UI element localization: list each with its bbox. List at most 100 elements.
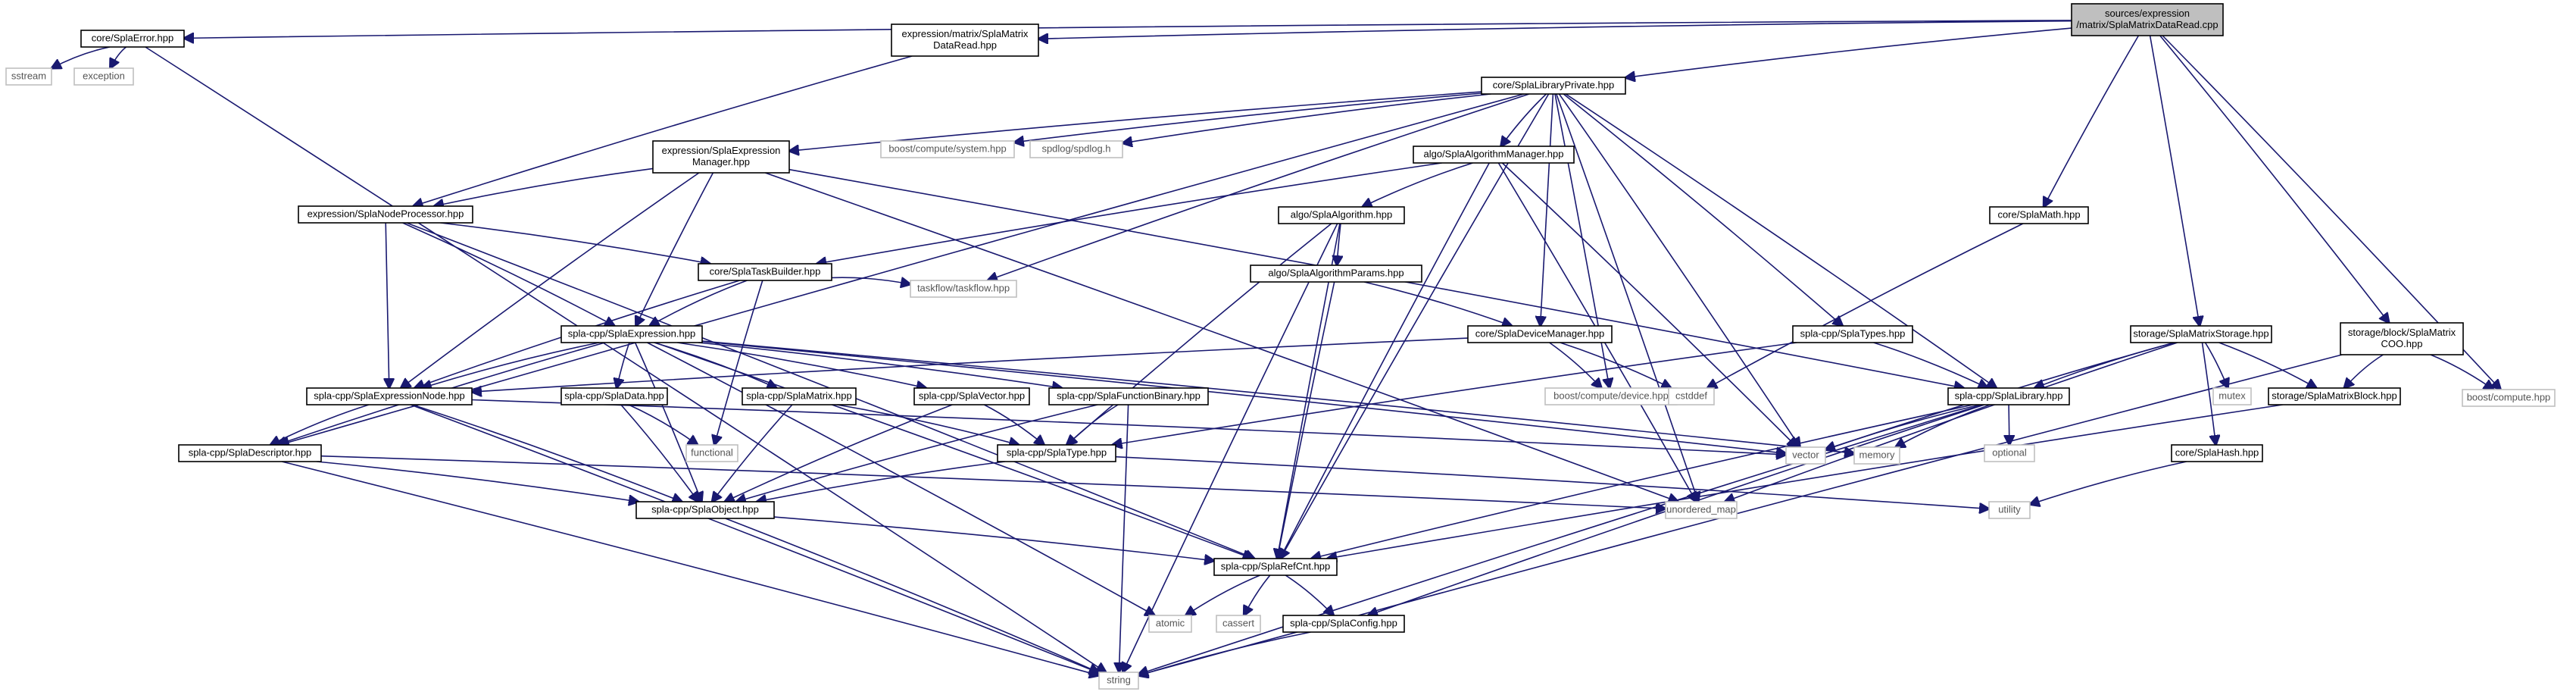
node-utility: utility bbox=[1988, 501, 2031, 519]
node-label-algorithm: algo/SplaAlgorithm.hpp bbox=[1291, 209, 1392, 221]
node-label-matrixdataread: expression/matrix/SplaMatrix bbox=[902, 28, 1029, 39]
node-mutex: mutex bbox=[2212, 387, 2252, 405]
node-label-library: spla-cpp/SplaLibrary.hpp bbox=[1955, 390, 2063, 402]
node-algorithm[interactable]: algo/SplaAlgorithm.hpp bbox=[1278, 206, 1405, 224]
node-root[interactable]: sources/expression/matrix/SplaMatrixData… bbox=[2071, 3, 2224, 36]
node-label-data: spla-cpp/SplaData.hpp bbox=[564, 390, 664, 402]
node-algomanager[interactable]: algo/SplaAlgorithmManager.hpp bbox=[1413, 146, 1575, 164]
node-exprnode[interactable]: spla-cpp/SplaExpressionNode.hpp bbox=[306, 387, 473, 405]
edge-matrixstorage-to-splahash bbox=[2201, 342, 2216, 445]
node-refcnt[interactable]: spla-cpp/SplaRefCnt.hpp bbox=[1213, 558, 1338, 576]
node-label-unorderedmap: unordered_map bbox=[1666, 504, 1736, 515]
edge-expression-to-memory bbox=[701, 340, 1854, 453]
edge-funcbinary-to-typeh bbox=[1067, 404, 1119, 445]
edge-exprmanager-to-expression bbox=[636, 172, 714, 326]
edge-object-to-string bbox=[725, 518, 1099, 672]
node-label-types: spla-cpp/SplaTypes.hpp bbox=[1800, 328, 1906, 340]
node-box-utility bbox=[1988, 501, 2031, 519]
edge-libraryprivate-to-algomanager bbox=[1501, 93, 1547, 146]
edge-splamath-to-cstddef bbox=[1707, 223, 2024, 388]
node-box-matrix bbox=[742, 387, 857, 405]
node-libraryprivate[interactable]: core/SplaLibraryPrivate.hpp bbox=[1481, 77, 1626, 95]
node-box-mutex bbox=[2212, 387, 2252, 405]
edge-nodeprocessor-to-taskbuilder bbox=[440, 222, 710, 264]
node-devicemanager[interactable]: core/SplaDeviceManager.hpp bbox=[1467, 325, 1613, 343]
node-boostcompute: boost/compute.hpp bbox=[2462, 389, 2556, 407]
node-typeh[interactable]: spla-cpp/SplaType.hpp bbox=[997, 444, 1116, 462]
node-box-atomic bbox=[1148, 615, 1192, 633]
node-sstream: sstream bbox=[5, 67, 52, 86]
node-matrix[interactable]: spla-cpp/SplaMatrix.hpp bbox=[742, 387, 857, 405]
node-splaerror[interactable]: core/SplaError.hpp bbox=[80, 30, 185, 48]
node-label-algoparams: algo/SplaAlgorithmParams.hpp bbox=[1268, 268, 1404, 279]
node-unorderedmap: unordered_map bbox=[1665, 501, 1738, 519]
node-label-typeh: spla-cpp/SplaType.hpp bbox=[1007, 447, 1107, 459]
node-boostdevice: boost/compute/device.hpp bbox=[1544, 387, 1678, 405]
node-label-splahash: core/SplaHash.hpp bbox=[2175, 447, 2259, 459]
node-box-cstddef bbox=[1668, 387, 1715, 405]
node-label-algomanager: algo/SplaAlgorithmManager.hpp bbox=[1423, 149, 1563, 160]
node-vector: vector bbox=[1785, 446, 1826, 465]
node-nodeprocessor[interactable]: expression/SplaNodeProcessor.hpp bbox=[298, 205, 473, 224]
node-descriptor[interactable]: spla-cpp/SplaDescriptor.hpp bbox=[178, 444, 322, 462]
edge-vectorh-to-object bbox=[725, 404, 953, 502]
node-label-expression: spla-cpp/SplaExpression.hpp bbox=[568, 328, 695, 340]
node-label-taskbuilder: core/SplaTaskBuilder.hpp bbox=[710, 266, 821, 277]
edge-matrixstorage-to-mutex bbox=[2204, 342, 2228, 388]
node-types[interactable]: spla-cpp/SplaTypes.hpp bbox=[1792, 325, 1913, 343]
node-label-cassert: cassert bbox=[1222, 618, 1254, 629]
edge-exprmanager-to-nodeprocessor bbox=[434, 167, 654, 206]
node-splahash[interactable]: core/SplaHash.hpp bbox=[2171, 444, 2263, 462]
node-label-boostcompute: boost/compute.hpp bbox=[2467, 392, 2551, 403]
node-vectorh[interactable]: spla-cpp/SplaVector.hpp bbox=[913, 387, 1030, 405]
edge-algomanager-to-refcnt bbox=[1280, 162, 1490, 559]
edge-expression-to-funcbinary bbox=[698, 342, 1062, 388]
node-box-expression bbox=[560, 325, 703, 343]
node-box-cassert bbox=[1216, 615, 1261, 633]
edge-splaerror-to-string bbox=[145, 46, 1106, 672]
node-label-matrixdataread: DataRead.hpp bbox=[933, 39, 997, 51]
node-label-vectorh: spla-cpp/SplaVector.hpp bbox=[919, 390, 1025, 402]
node-funcbinary[interactable]: spla-cpp/SplaFunctionBinary.hpp bbox=[1048, 387, 1209, 405]
node-splamath[interactable]: core/SplaMath.hpp bbox=[1989, 206, 2089, 224]
node-library[interactable]: spla-cpp/SplaLibrary.hpp bbox=[1947, 387, 2070, 405]
node-matrixblock[interactable]: storage/SplaMatrixBlock.hpp bbox=[2268, 387, 2401, 405]
node-matrixstorage[interactable]: storage/SplaMatrixStorage.hpp bbox=[2130, 325, 2272, 343]
edge-funcbinary-to-object bbox=[736, 404, 1098, 502]
node-box-boostsystem bbox=[880, 140, 1015, 158]
edge-typeh-to-object bbox=[757, 461, 1005, 502]
node-box-functional bbox=[685, 444, 738, 462]
node-taskbuilder[interactable]: core/SplaTaskBuilder.hpp bbox=[698, 263, 832, 281]
node-expression[interactable]: spla-cpp/SplaExpression.hpp bbox=[560, 325, 703, 343]
node-box-matrixblock bbox=[2268, 387, 2401, 405]
edge-devicemanager-to-boostdevice bbox=[1549, 342, 1602, 388]
edge-matrixstorage-to-matrixblock bbox=[2218, 342, 2317, 388]
node-taskflow: taskflow/taskflow.hpp bbox=[910, 280, 1017, 298]
node-object[interactable]: spla-cpp/SplaObject.hpp bbox=[635, 501, 775, 519]
edge-libraryprivate-to-unorderedmap bbox=[1556, 93, 1698, 502]
node-box-library bbox=[1947, 387, 2070, 405]
edge-expression-to-exprnode bbox=[422, 342, 600, 388]
node-algoparams[interactable]: algo/SplaAlgorithmParams.hpp bbox=[1250, 265, 1422, 283]
node-box-matrixcoo bbox=[2340, 322, 2464, 355]
node-boostsystem: boost/compute/system.hpp bbox=[880, 140, 1015, 158]
node-label-matrix: spla-cpp/SplaMatrix.hpp bbox=[746, 390, 851, 402]
node-box-matrixstorage bbox=[2130, 325, 2272, 343]
node-box-root bbox=[2071, 3, 2224, 36]
node-matrixdataread[interactable]: expression/matrix/SplaMatrixDataRead.hpp bbox=[891, 23, 1039, 57]
node-data[interactable]: spla-cpp/SplaData.hpp bbox=[560, 387, 668, 405]
edge-descriptor-to-unorderedmap bbox=[320, 455, 1666, 509]
edge-libraryprivate-to-library bbox=[1565, 93, 1997, 388]
node-box-exprmanager bbox=[652, 140, 790, 174]
edge-algoparams-to-refcnt bbox=[1277, 281, 1335, 559]
edge-typeh-to-utility bbox=[1115, 456, 1989, 509]
node-label-mutex: mutex bbox=[2218, 390, 2246, 402]
edge-taskbuilder-to-taskflow bbox=[831, 277, 910, 284]
node-config[interactable]: spla-cpp/SplaConfig.hpp bbox=[1282, 615, 1405, 633]
edge-matrixdataread-to-nodeprocessor bbox=[414, 55, 913, 206]
node-label-root: /matrix/SplaMatrixDataRead.cpp bbox=[2076, 19, 2218, 30]
node-string: string bbox=[1098, 672, 1139, 690]
